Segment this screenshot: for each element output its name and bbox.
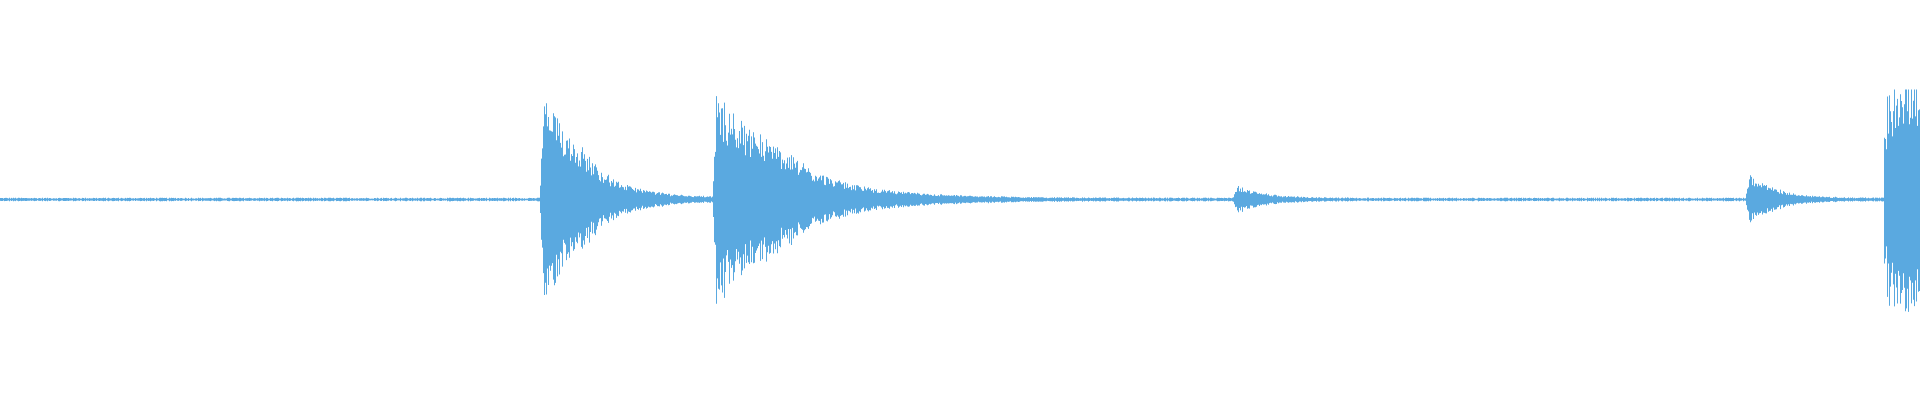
waveform-path-group xyxy=(0,89,1920,312)
waveform-amplitude-path xyxy=(0,89,1920,312)
